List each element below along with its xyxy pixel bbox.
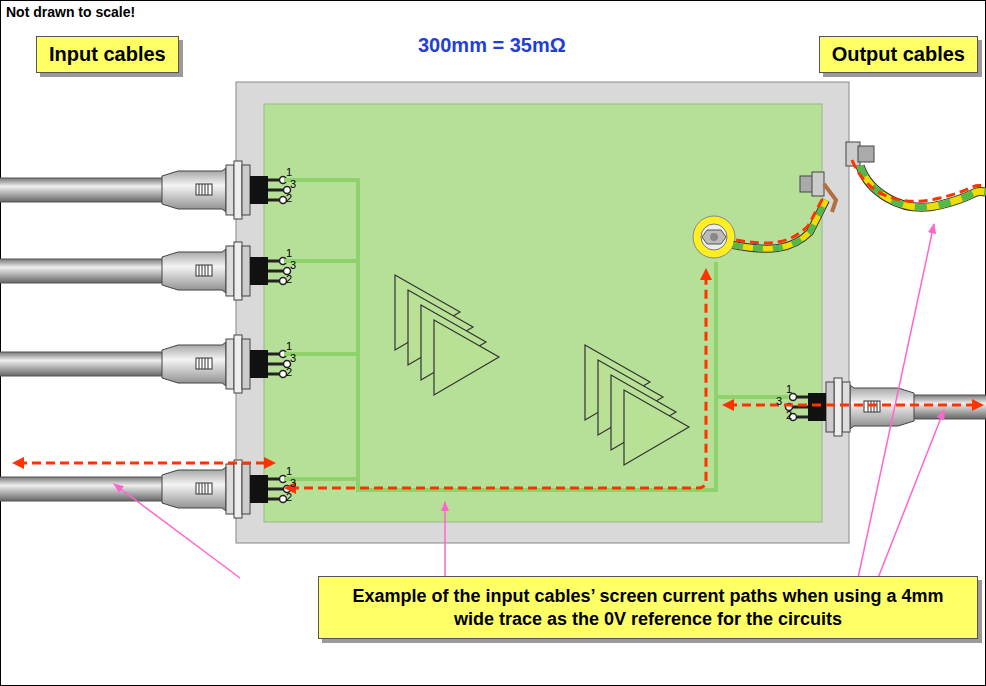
heading-box: Output cables (819, 36, 978, 73)
callout-box: Example of the input cables’ screen curr… (318, 576, 978, 639)
pin-number: 2 (286, 366, 292, 378)
box-text: Input cables (49, 42, 166, 67)
pin-number: 3 (290, 259, 296, 271)
box-text: Example of the input cables’ screen curr… (333, 585, 963, 630)
earth-wire (733, 142, 986, 249)
pin-number: 3 (290, 352, 296, 364)
pin-number: 1 (286, 247, 292, 259)
pin-number: 1 (286, 465, 292, 477)
pin-number: 3 (290, 178, 296, 190)
leader-lines (114, 224, 944, 578)
input-connectors (0, 161, 291, 518)
dimension: 300mm = 35mΩ (418, 34, 566, 56)
screen-current-paths (18, 160, 986, 488)
ground-stud (693, 216, 735, 258)
pin-number: 1 (786, 383, 792, 395)
pin-number: 2 (286, 491, 292, 503)
heading-box: Input cables (36, 36, 179, 73)
note: Not drawn to scale! (6, 5, 135, 20)
pin-number: 1 (286, 340, 292, 352)
pin-number: 3 (776, 395, 782, 407)
pin-number: 2 (286, 192, 292, 204)
enclosure (236, 82, 849, 543)
pin-number: 2 (286, 273, 292, 285)
pin-number: 3 (290, 477, 296, 489)
pin-number: 1 (286, 166, 292, 178)
pcb (264, 104, 822, 522)
box-text: Output cables (832, 42, 965, 67)
pin-number: 2 (786, 409, 792, 421)
output-connector (786, 378, 986, 436)
amplifiers (395, 275, 689, 465)
zero-volt-trace (284, 180, 788, 490)
